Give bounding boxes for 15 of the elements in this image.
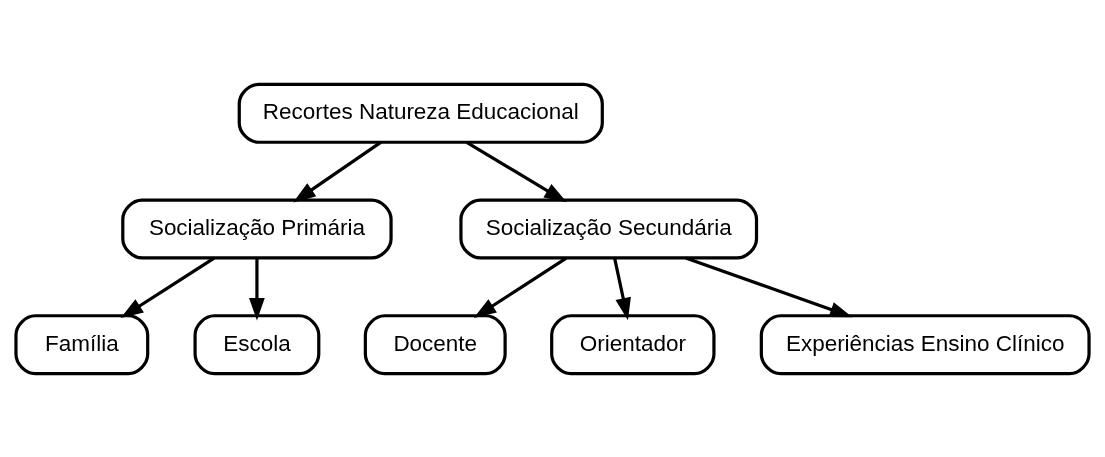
node-box: Experiências Ensino Clínico [759, 313, 1091, 375]
arrow [473, 256, 568, 318]
arrow [613, 257, 631, 320]
arrow [465, 140, 567, 202]
node-box: Socialização Secundária [459, 198, 759, 259]
node-box: Família [14, 313, 150, 375]
node-box: Recortes Natureza Educacional [237, 82, 604, 144]
node-box: Escola [193, 313, 321, 375]
arrow [293, 140, 382, 203]
arrow [685, 255, 853, 317]
node-box: Socialização Primária [121, 198, 393, 259]
node-box: Docente [363, 313, 507, 375]
arrow [249, 257, 265, 320]
arrow [120, 256, 215, 318]
node-box: Orientador [550, 313, 716, 375]
